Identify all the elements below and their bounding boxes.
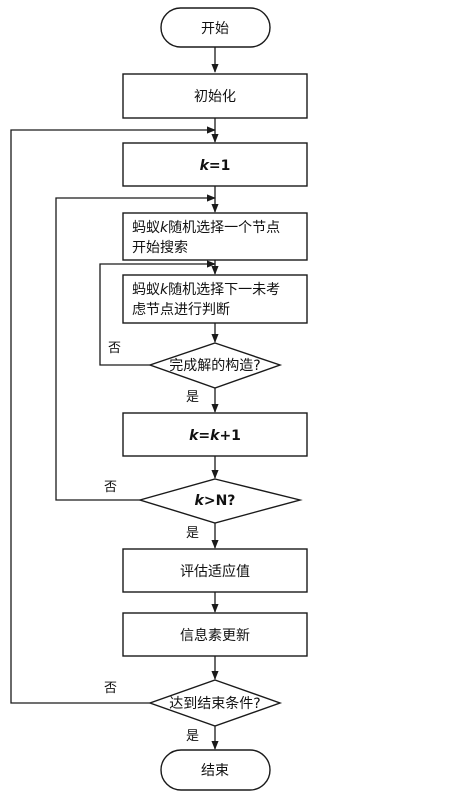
- init-box: [122, 73, 308, 119]
- ant-select-start-line2: 开始搜索: [132, 239, 188, 256]
- k-check-decision: k>N?: [137, 478, 303, 524]
- pheromone-update-step: 信息素更新: [122, 612, 308, 657]
- k-init-box: [122, 142, 308, 187]
- k-increment-var1: k: [189, 428, 200, 444]
- end-shape: [160, 749, 271, 791]
- ant-select-start-step: 蚂蚁k随机选择一个节点 开始搜索: [122, 212, 308, 261]
- ant-select-next-line1: 蚂蚁k随机选择下一未考: [132, 282, 280, 298]
- pheromone-update-box: [122, 612, 308, 657]
- construct-done-decision: 完成解的构造?: [147, 342, 283, 389]
- evaluate-step: 评估适应值: [122, 548, 308, 593]
- pheromone-update-label: 信息素更新: [180, 627, 250, 644]
- ant-select-start-box: [122, 212, 308, 261]
- edge-construct-no-loop: [99, 260, 216, 366]
- edge-kcheck-no-loop: [55, 194, 216, 501]
- construct-done-diamond: [147, 342, 283, 389]
- construct-no-label: 否: [108, 341, 121, 356]
- k-init-label: k=1: [200, 158, 231, 174]
- construct-done-label: 完成解的构造?: [169, 358, 260, 374]
- k-check-no-label: 否: [104, 480, 117, 495]
- ant-select-next-line1-var: k: [160, 282, 169, 298]
- evaluate-box: [122, 548, 308, 593]
- k-increment-var2: k: [210, 428, 221, 444]
- end-label: 结束: [201, 763, 229, 779]
- ant-select-next-line1-pre: 蚂蚁: [132, 282, 160, 298]
- k-increment-step: k=k+1: [122, 412, 308, 457]
- k-increment-label: k=k+1: [189, 428, 241, 444]
- start-label: 开始: [201, 21, 229, 37]
- k-init-rest: =1: [209, 158, 230, 174]
- k-check-yes-label: 是: [186, 526, 199, 541]
- k-check-diamond: [137, 478, 303, 524]
- ant-select-start-line1: 蚂蚁k随机选择一个节点: [132, 220, 280, 236]
- init-label: 初始化: [194, 88, 236, 105]
- k-check-rest: >N?: [204, 493, 236, 509]
- start-terminal: 开始: [160, 7, 271, 48]
- construct-yes-label: 是: [186, 390, 199, 405]
- end-terminal: 结束: [160, 749, 271, 791]
- ant-select-start-line1-post: 随机选择一个节点: [168, 220, 280, 236]
- k-check-label: k>N?: [195, 493, 236, 509]
- connectors: [10, 47, 219, 750]
- edge-endcond-no-loop: [10, 126, 216, 704]
- k-check-var: k: [195, 493, 206, 509]
- k-init-step: k=1: [122, 142, 308, 187]
- start-shape: [160, 7, 271, 48]
- end-condition-label: 达到结束条件?: [169, 695, 260, 712]
- evaluate-label: 评估适应值: [180, 563, 250, 580]
- ant-select-start-line1-var: k: [160, 220, 169, 236]
- ant-select-next-box: [122, 274, 308, 324]
- ant-select-next-line2: 虑节点进行判断: [132, 302, 230, 318]
- k-increment-box: [122, 412, 308, 457]
- end-yes-label: 是: [186, 729, 199, 744]
- k-init-var: k: [200, 158, 211, 174]
- end-condition-diamond: [147, 679, 283, 727]
- init-step: 初始化: [122, 73, 308, 119]
- end-no-label: 否: [104, 681, 117, 696]
- ant-select-next-line1-post: 随机选择下一未考: [168, 282, 280, 298]
- k-increment-mid: =: [198, 428, 210, 444]
- k-increment-rest: +1: [219, 428, 240, 444]
- ant-select-next-step: 蚂蚁k随机选择下一未考 虑节点进行判断: [122, 274, 308, 324]
- ant-select-start-line1-pre: 蚂蚁: [132, 220, 160, 236]
- end-condition-decision: 达到结束条件?: [147, 679, 283, 727]
